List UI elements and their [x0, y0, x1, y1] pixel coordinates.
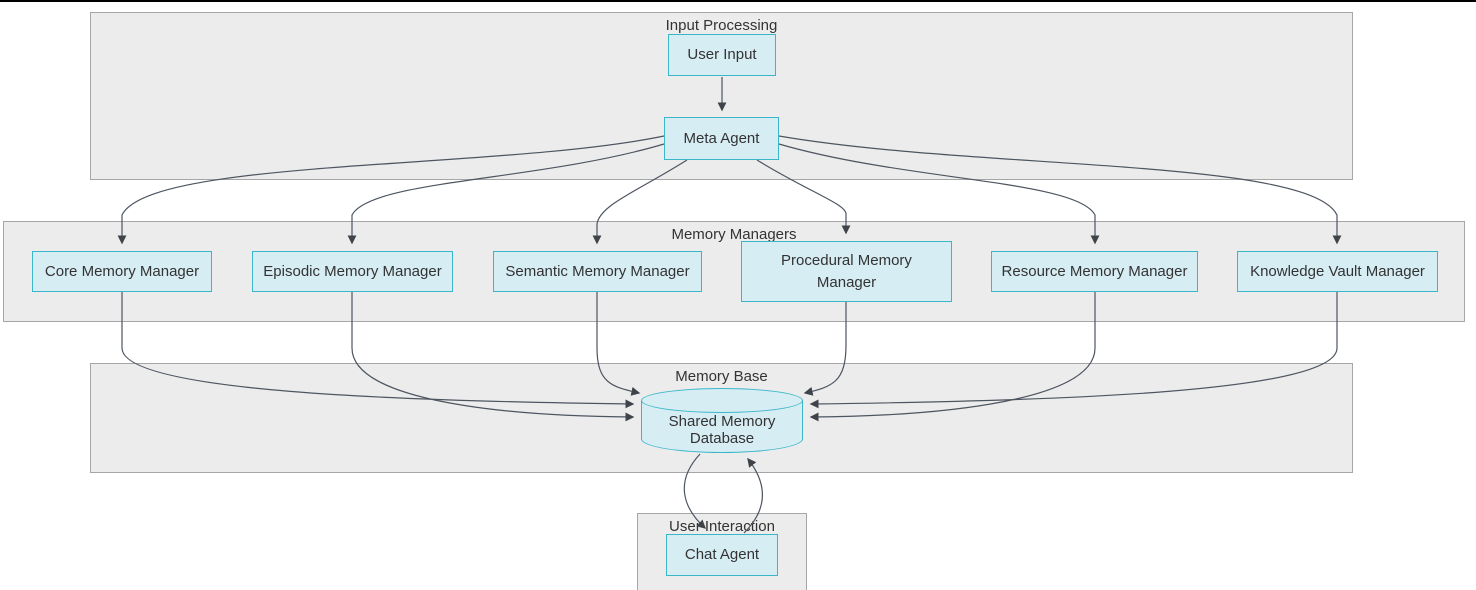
edge-episodic-to-db: [351, 292, 635, 422]
node-chat-agent: Chat Agent: [666, 534, 778, 576]
cluster-input-processing-label: Input Processing: [665, 17, 778, 34]
edge-meta-to-episodic: [347, 143, 665, 245]
node-resource-memory-manager: Resource Memory Manager: [991, 251, 1198, 292]
edge-db-to-chat: [683, 453, 706, 529]
node-meta-agent-label: Meta Agent: [683, 129, 760, 147]
node-meta-agent: Meta Agent: [664, 117, 779, 160]
node-semantic-memory-manager-label: Semantic Memory Manager: [505, 262, 690, 280]
node-knowledge-vault-manager: Knowledge Vault Manager: [1237, 251, 1438, 292]
edge-knowledge-to-db: [809, 292, 1338, 409]
node-user-input: User Input: [668, 34, 776, 76]
edge-meta-to-semantic: [592, 159, 688, 245]
cluster-memory-base-label: Memory Base: [675, 368, 768, 385]
node-core-memory-manager: Core Memory Manager: [32, 251, 212, 292]
edge-semantic-to-db: [596, 292, 641, 396]
edge-procedural-to-db: [803, 302, 847, 396]
cylinder-shape-top-ellipse: [641, 388, 803, 413]
edge-core-to-db: [121, 292, 635, 409]
top-border-bar: [0, 0, 1476, 2]
edge-meta-to-core: [117, 135, 665, 245]
node-chat-agent-label: Chat Agent: [684, 546, 760, 563]
edge-meta-to-knowledge: [778, 135, 1342, 245]
cluster-user-interaction-label: User Interaction: [669, 518, 775, 535]
cluster-memory-managers: Memory Managers: [3, 221, 1465, 322]
edge-meta-to-procedural: [756, 159, 851, 235]
node-core-memory-manager-label: Core Memory Manager: [44, 262, 200, 280]
node-knowledge-vault-manager-label: Knowledge Vault Manager: [1250, 262, 1425, 280]
node-user-input-label: User Input: [687, 46, 757, 63]
node-episodic-memory-manager: Episodic Memory Manager: [252, 251, 453, 292]
node-shared-memory-database: Shared Memory Database: [668, 413, 776, 447]
cluster-memory-managers-label: Memory Managers: [671, 226, 797, 243]
node-semantic-memory-manager: Semantic Memory Manager: [493, 251, 702, 292]
node-resource-memory-manager-label: Resource Memory Manager: [1001, 262, 1188, 280]
node-procedural-memory-manager: Procedural Memory Manager: [741, 241, 952, 302]
node-episodic-memory-manager-label: Episodic Memory Manager: [263, 262, 442, 280]
edge-chat-to-db: [743, 457, 764, 534]
cluster-user-interaction: User Interaction: [637, 513, 807, 590]
node-procedural-memory-manager-label: Procedural Memory Manager: [781, 251, 912, 291]
edge-meta-to-resource: [778, 143, 1100, 245]
